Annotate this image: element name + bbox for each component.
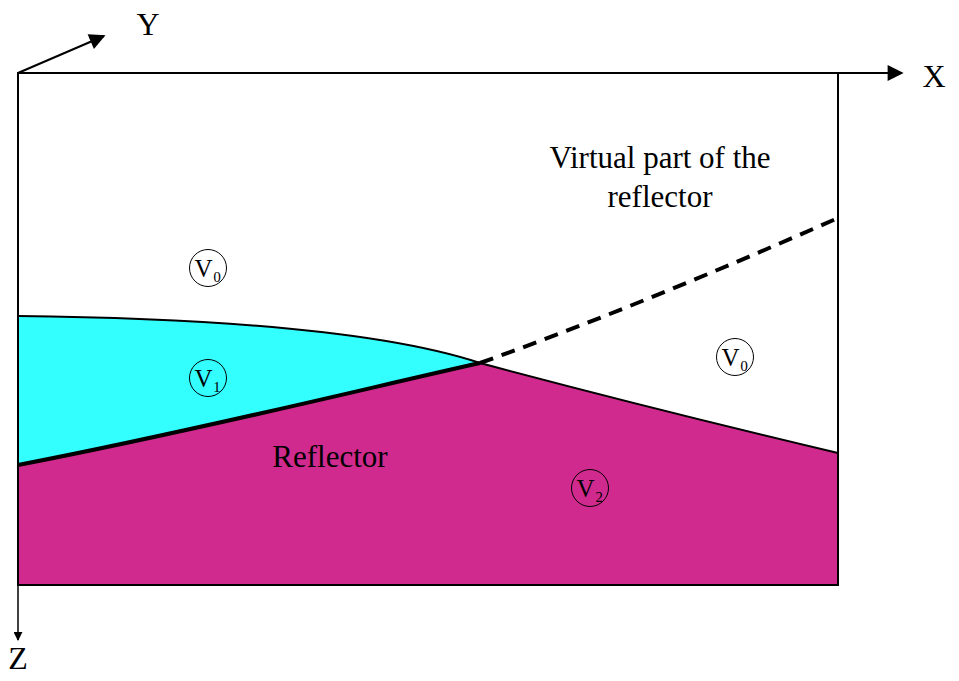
z-axis [17,585,19,640]
layer-label: Reflector [272,438,387,477]
y-axis [18,36,104,73]
virtual-reflector-line [480,218,838,363]
axis-label: Z [8,638,28,678]
interface-line [480,363,838,453]
reflector-line [18,363,480,465]
layer-v2 [18,363,838,585]
model-frame [18,73,838,585]
velocity-circle: V₀ [189,249,227,287]
axis-label: Y [136,4,159,44]
annotation: Virtual part of the reflector [540,139,780,217]
velocity-label: V₁ [195,366,222,391]
velocity-label: V₀ [722,345,749,370]
velocity-circle: V₀ [716,338,754,376]
axis-label: X [922,56,945,96]
velocity-label: V₂ [577,476,604,501]
x-axis [18,72,902,74]
velocity-circle: V₁ [189,359,227,397]
velocity-circle: V₂ [571,469,609,507]
velocity-label: V₀ [195,256,222,281]
interface-line [18,316,480,363]
